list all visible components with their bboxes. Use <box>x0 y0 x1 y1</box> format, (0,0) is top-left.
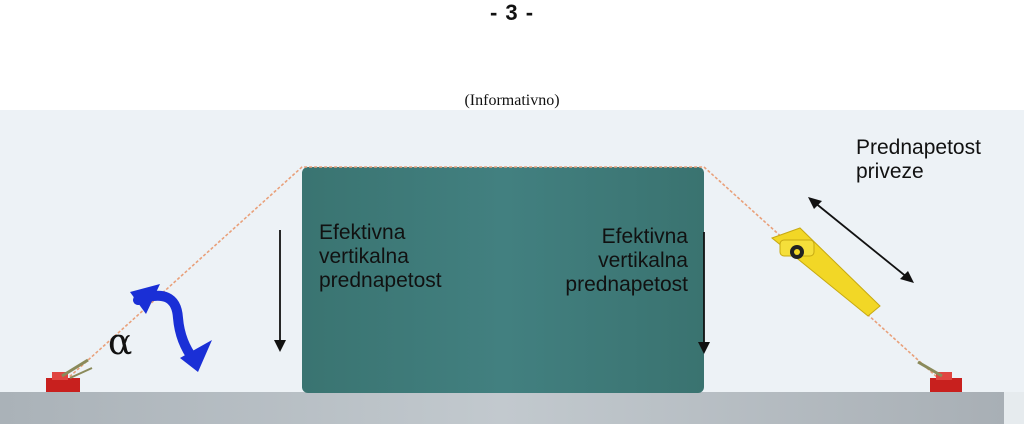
angle-alpha-label: α <box>108 322 133 363</box>
effective-vertical-label-left: Efektivna vertikalna prednapetost <box>319 221 442 292</box>
anchor-point-icon <box>46 358 93 392</box>
page-number: - 3 - <box>489 0 535 25</box>
cargo-block <box>302 167 704 393</box>
anchor-point-icon <box>917 360 962 392</box>
vertical-arrow-left <box>274 230 286 352</box>
tensioner-icon <box>770 227 881 317</box>
deck-edge <box>1004 392 1024 424</box>
caption-informative: (Informativno) <box>464 92 560 109</box>
curved-arrow-icon <box>130 284 212 372</box>
lashing-pretension-label: Prednapetost priveze <box>856 136 981 183</box>
vertical-arrow-right <box>698 232 710 354</box>
double-headed-arrow-icon <box>808 197 914 283</box>
effective-vertical-label-right: Efektivna vertikalna prednapetost <box>565 225 688 296</box>
lashing-diagram <box>0 166 1024 424</box>
deck <box>0 392 1004 424</box>
